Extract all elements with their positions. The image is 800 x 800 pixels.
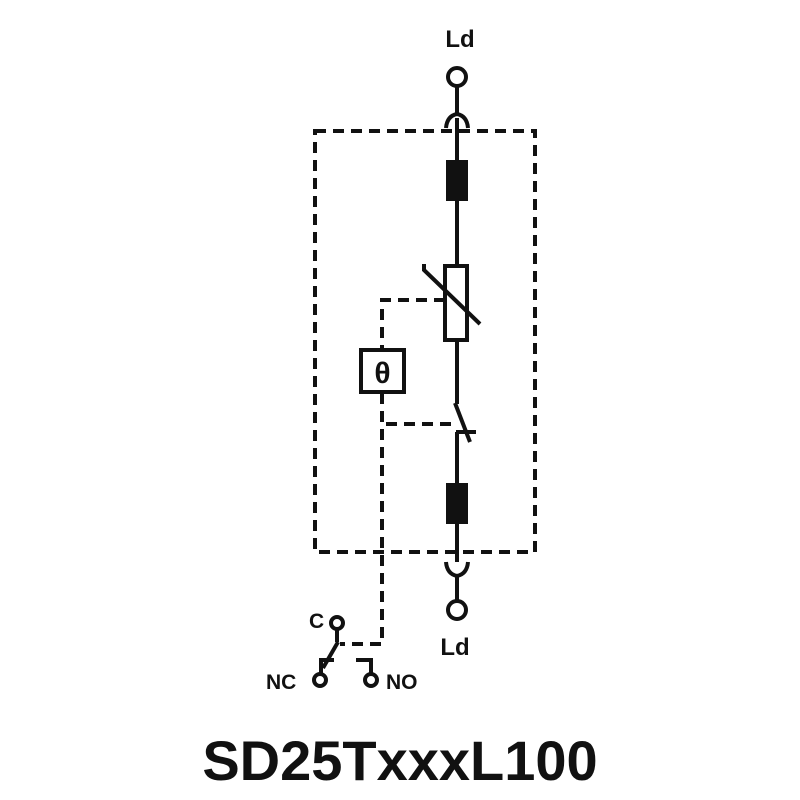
- varistor-slash: [422, 264, 482, 326]
- terminal-top: [444, 66, 470, 129]
- terminal-bottom-label: Ld: [440, 634, 469, 661]
- theta-symbol: θ: [374, 357, 390, 390]
- relay-no-label: NO: [386, 671, 418, 694]
- disconnect-switch: [453, 402, 472, 443]
- terminal-top-label: Ld: [445, 26, 474, 53]
- remote-signal-relay: [312, 615, 379, 688]
- thermal-link-bottom: [340, 393, 384, 646]
- thermal-box: [359, 348, 406, 394]
- relay-common-label: C: [309, 610, 324, 633]
- relay-nc-label: NC: [266, 671, 296, 694]
- fuse-bottom: [446, 483, 468, 524]
- model-title: SD25TxxxL100: [202, 729, 597, 792]
- enclosure-dashed-box: [313, 129, 537, 554]
- terminal-bottom: [444, 561, 470, 621]
- thermal-link-top: [380, 298, 445, 349]
- fuse-top: [446, 160, 468, 201]
